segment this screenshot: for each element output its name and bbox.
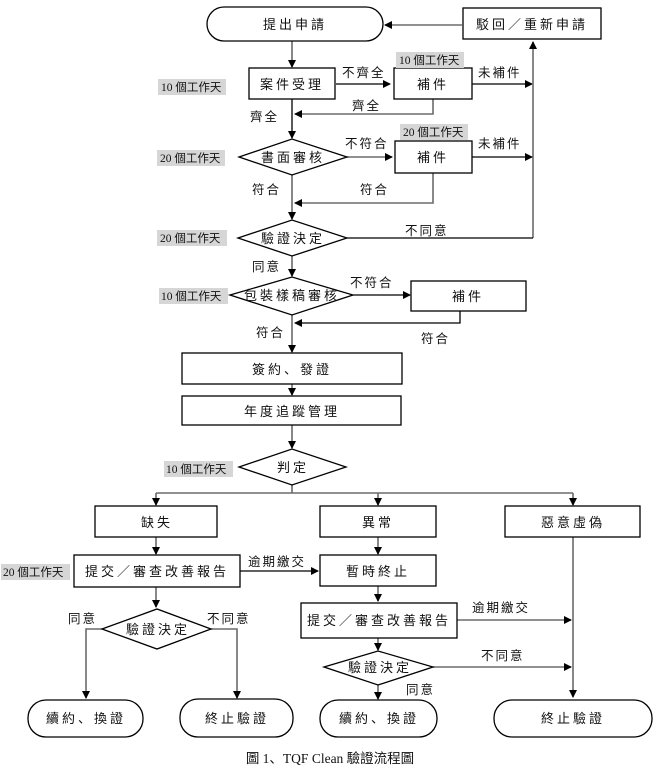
node-verify-decision-1[interactable]: 驗證決定 <box>235 219 350 257</box>
node-suspend-label: 暫時終止 <box>346 564 410 580</box>
badge-package-review: 10 個工作天 <box>159 288 228 304</box>
badge-submit-report-1-text: 20 個工作天 <box>3 566 64 579</box>
badge-doc-review-text: 20 個工作天 <box>160 152 221 165</box>
arrow-decision2-agree <box>82 628 102 699</box>
badge-submit-report-1: 20 個工作天 <box>1 564 70 580</box>
node-sign-issue-label: 簽約、發證 <box>252 362 332 378</box>
node-submit-label: 提出申請 <box>263 17 327 33</box>
figure-caption: 圖 1、TQF Clean 驗證流程圖 <box>246 750 414 766</box>
node-terminate-1[interactable]: 終止驗證 <box>179 698 294 738</box>
node-rejected[interactable]: 駁回／重新申請 <box>462 7 602 40</box>
badge-package-review-text: 10 個工作天 <box>161 290 222 303</box>
edge-label-complete-back: 齊全 <box>352 98 381 113</box>
badge-judgement-text: 10 個工作天 <box>166 463 227 476</box>
edge-label-conform-back-2: 符合 <box>421 331 450 346</box>
node-fraud-label: 惡意虛偽 <box>541 515 605 531</box>
node-verify-decision-2[interactable]: 驗證決定 <box>100 608 213 650</box>
badge-doc-review: 20 個工作天 <box>157 150 225 166</box>
node-verify-decision-3-label: 驗證決定 <box>348 660 412 676</box>
edge-label-complete: 齊全 <box>250 109 279 124</box>
node-submit[interactable]: 提出申請 <box>206 6 384 42</box>
connectors <box>82 21 577 700</box>
node-renew-1-label: 續約、換證 <box>46 711 126 727</box>
arrow-supplement2-back <box>294 173 434 207</box>
badge-supplement-2: 20 個工作天 <box>400 124 468 140</box>
edge-label-agree-3: 同意 <box>406 682 435 697</box>
arrow-supplement1-back <box>294 99 434 118</box>
node-renew-2-label: 續約、換證 <box>339 711 419 727</box>
node-annual-tracking[interactable]: 年度追蹤管理 <box>181 395 402 426</box>
edge-label-not-supplemented-1: 未補件 <box>478 65 522 80</box>
node-deficiency-label: 缺失 <box>141 516 173 531</box>
node-package-review-label: 包裝樣稿審核 <box>244 288 340 304</box>
edge-label-disagree-2: 不同意 <box>207 611 251 626</box>
edge-label-nonconform-1: 不符合 <box>345 136 389 151</box>
node-judgement[interactable]: 判定 <box>236 448 349 486</box>
node-verify-decision-3[interactable]: 驗證決定 <box>321 650 436 686</box>
badge-case-accept: 10 個工作天 <box>158 79 226 95</box>
badge-supplement-1: 10 個工作天 <box>396 52 464 68</box>
badge-verify-decision-1-text: 20 個工作天 <box>160 232 221 245</box>
node-case-accept-label: 案件受理 <box>260 78 324 93</box>
node-annual-tracking-label: 年度追蹤管理 <box>244 404 340 420</box>
node-abnormal[interactable]: 異常 <box>319 505 437 538</box>
edge-labels: 不齊全 齊全 齊全 未補件 不符合 符合 符合 未補件 不同意 同意 不符合 符… <box>68 65 530 697</box>
badge-case-accept-text: 10 個工作天 <box>161 81 222 94</box>
badge-judgement: 10 個工作天 <box>164 461 233 477</box>
edge-label-conform-2: 符合 <box>256 325 285 340</box>
node-renew-2[interactable]: 續約、換證 <box>319 699 438 738</box>
node-supplement-2[interactable]: 補件 <box>394 140 473 174</box>
node-supplement-1[interactable]: 補件 <box>393 67 473 100</box>
node-terminate-1-label: 終止驗證 <box>205 711 269 727</box>
edge-label-conform-back-1: 符合 <box>360 182 389 197</box>
edge-label-disagree-3: 不同意 <box>481 648 525 663</box>
badge-supplement-1-text: 10 個工作天 <box>399 54 460 67</box>
node-renew-1[interactable]: 續約、換證 <box>27 699 144 738</box>
node-submit-report-2[interactable]: 提交／審查改善報告 <box>300 602 458 639</box>
node-deficiency[interactable]: 缺失 <box>94 505 218 538</box>
node-verify-decision-1-label: 驗證決定 <box>261 231 325 247</box>
badge-supplement-2-text: 20 個工作天 <box>403 126 464 139</box>
node-verify-decision-2-label: 驗證決定 <box>126 622 190 638</box>
node-supplement-2-label: 補件 <box>417 151 449 166</box>
edge-label-agree-2: 同意 <box>68 611 97 626</box>
node-abnormal-label: 異常 <box>362 516 394 531</box>
node-terminate-2-label: 終止驗證 <box>541 711 605 727</box>
node-suspend[interactable]: 暫時終止 <box>319 554 437 587</box>
node-supplement-1-label: 補件 <box>417 78 449 93</box>
edge-label-not-supplemented-2: 未補件 <box>478 136 522 151</box>
edge-label-overdue-1: 逾期繳交 <box>248 554 306 569</box>
edge-label-overdue-2: 逾期繳交 <box>472 600 530 615</box>
badge-verify-decision-1: 20 個工作天 <box>157 230 227 246</box>
edge-label-nonconform-2: 不符合 <box>350 275 394 290</box>
edge-label-agree-1: 同意 <box>252 259 281 274</box>
node-fraud[interactable]: 惡意虛偽 <box>504 505 641 538</box>
edge-label-incomplete: 不齊全 <box>342 65 386 80</box>
node-rejected-label: 駁回／重新申請 <box>476 17 588 33</box>
node-judgement-label: 判定 <box>277 461 309 476</box>
node-sign-issue[interactable]: 簽約、發證 <box>181 352 403 385</box>
node-submit-report-1[interactable]: 提交／審查改善報告 <box>73 554 241 588</box>
node-package-review[interactable]: 包裝樣稿審核 <box>227 276 356 316</box>
node-submit-report-1-label: 提交／審查改善報告 <box>85 564 229 580</box>
edge-label-disagree-1: 不同意 <box>405 223 449 238</box>
node-supplement-3[interactable]: 補件 <box>410 280 527 312</box>
arrow-supplement3-back <box>294 311 461 327</box>
arrow-decision2-disagree <box>211 628 241 699</box>
node-supplement-3-label: 補件 <box>452 290 484 305</box>
node-submit-report-2-label: 提交／審查改善報告 <box>307 613 451 629</box>
node-terminate-2[interactable]: 終止驗證 <box>493 699 653 738</box>
node-doc-review[interactable]: 書面審核 <box>236 138 350 176</box>
edge-label-conform-1: 符合 <box>252 182 281 197</box>
node-doc-review-label: 書面審核 <box>261 151 325 166</box>
node-case-accept[interactable]: 案件受理 <box>248 67 336 100</box>
